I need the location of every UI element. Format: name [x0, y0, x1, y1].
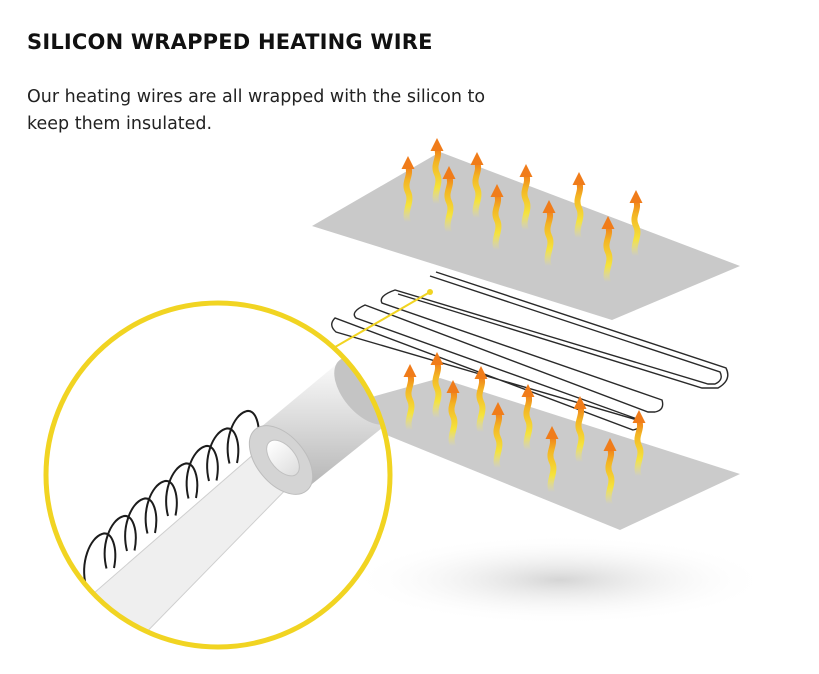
coil-lead [59, 585, 87, 641]
page-title: SILICON WRAPPED HEATING WIRE [27, 30, 433, 54]
top-plate [312, 138, 740, 320]
magnifier-target-dot [427, 289, 433, 295]
coil-turn [83, 532, 117, 587]
coil-turn [206, 427, 240, 482]
coil-turn [103, 515, 137, 569]
floor-shadow [350, 535, 770, 625]
magnifier-leader [329, 291, 431, 351]
bottom-plate [325, 352, 740, 530]
page-description: Our heating wires are all wrapped with t… [27, 87, 486, 134]
coil-turn [165, 462, 199, 517]
magnifier-lens [43, 300, 393, 650]
magnifier-ring [43, 300, 393, 650]
coil-turn [124, 497, 158, 552]
coil-turn [185, 445, 219, 499]
coil-turn [144, 480, 178, 534]
